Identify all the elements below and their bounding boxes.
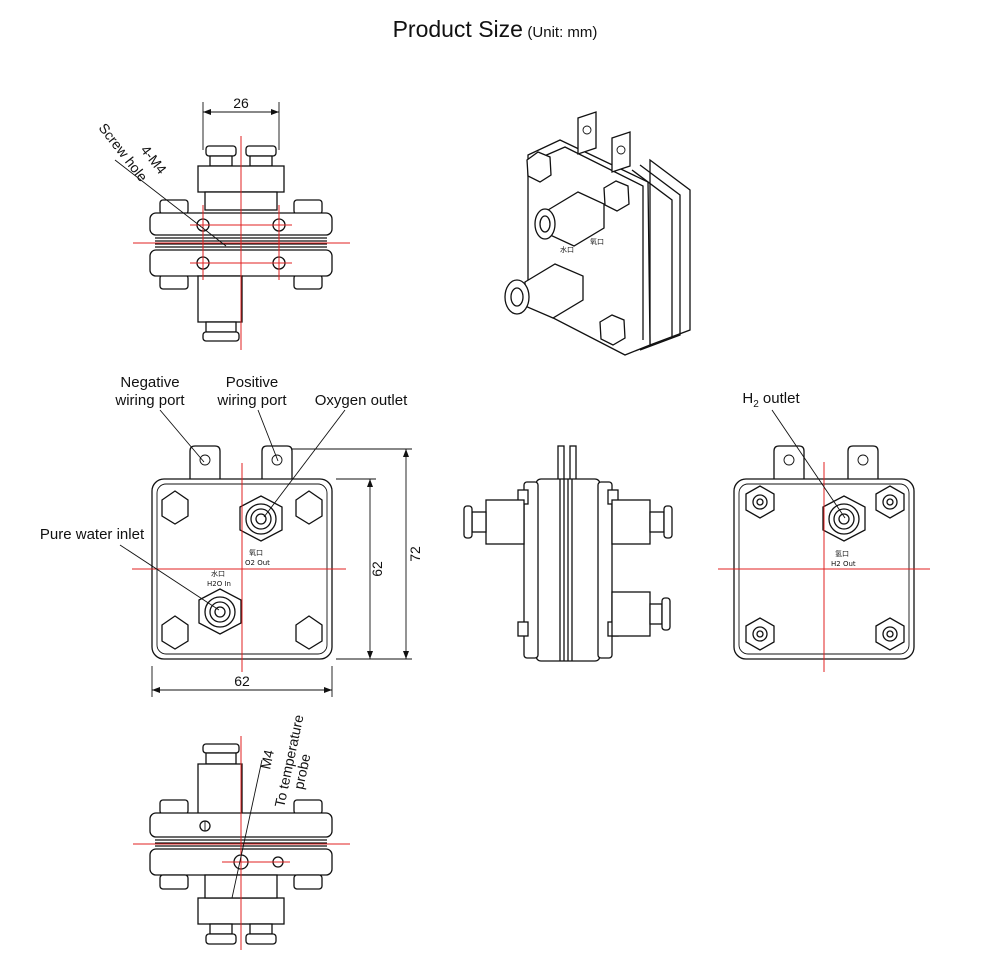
annot-temp-2: probe bbox=[290, 752, 313, 791]
isometric-view: 水口 氧口 bbox=[504, 111, 691, 356]
o2-mark-en: O2 Out bbox=[245, 559, 270, 567]
label-h2-outlet: H2 outlet bbox=[742, 390, 800, 410]
h2-mark-en: H2 Out bbox=[831, 560, 856, 568]
title-main: Product Size bbox=[392, 16, 523, 42]
side-view bbox=[463, 445, 673, 662]
o2-mark-cn: 氧口 bbox=[249, 548, 263, 557]
svg-text:氧口: 氧口 bbox=[590, 237, 604, 246]
dim-26: 26 bbox=[233, 95, 249, 111]
back-view: 氢口 H2 Out bbox=[718, 409, 930, 672]
annot-m4: M4 bbox=[257, 748, 277, 771]
water-mark-cn: 水口 bbox=[211, 569, 225, 578]
front-view: 氧口 O2 Out 水口 H2O In 62 62 72 bbox=[119, 409, 423, 697]
label-negative-port: Negative wiring port bbox=[115, 374, 185, 409]
label-oxygen-outlet: Oxygen outlet bbox=[314, 392, 408, 409]
dim-height-72: 72 bbox=[407, 546, 423, 562]
dim-height-62: 62 bbox=[369, 561, 385, 577]
h2-mark-cn: 氢口 bbox=[835, 549, 849, 558]
title-unit: (Unit: mm) bbox=[527, 24, 598, 41]
top-view: 26 4-M bbox=[96, 95, 350, 350]
label-positive-port: Positive wiring port bbox=[217, 374, 287, 409]
svg-text:水口: 水口 bbox=[560, 245, 574, 254]
page-title: Product Size (Unit: mm) bbox=[0, 16, 990, 43]
dim-width-62: 62 bbox=[234, 673, 250, 689]
water-mark-en: H2O In bbox=[207, 580, 231, 588]
label-water-inlet: Pure water inlet bbox=[39, 526, 145, 543]
bottom-view: M4 To temperature probe bbox=[133, 713, 350, 950]
